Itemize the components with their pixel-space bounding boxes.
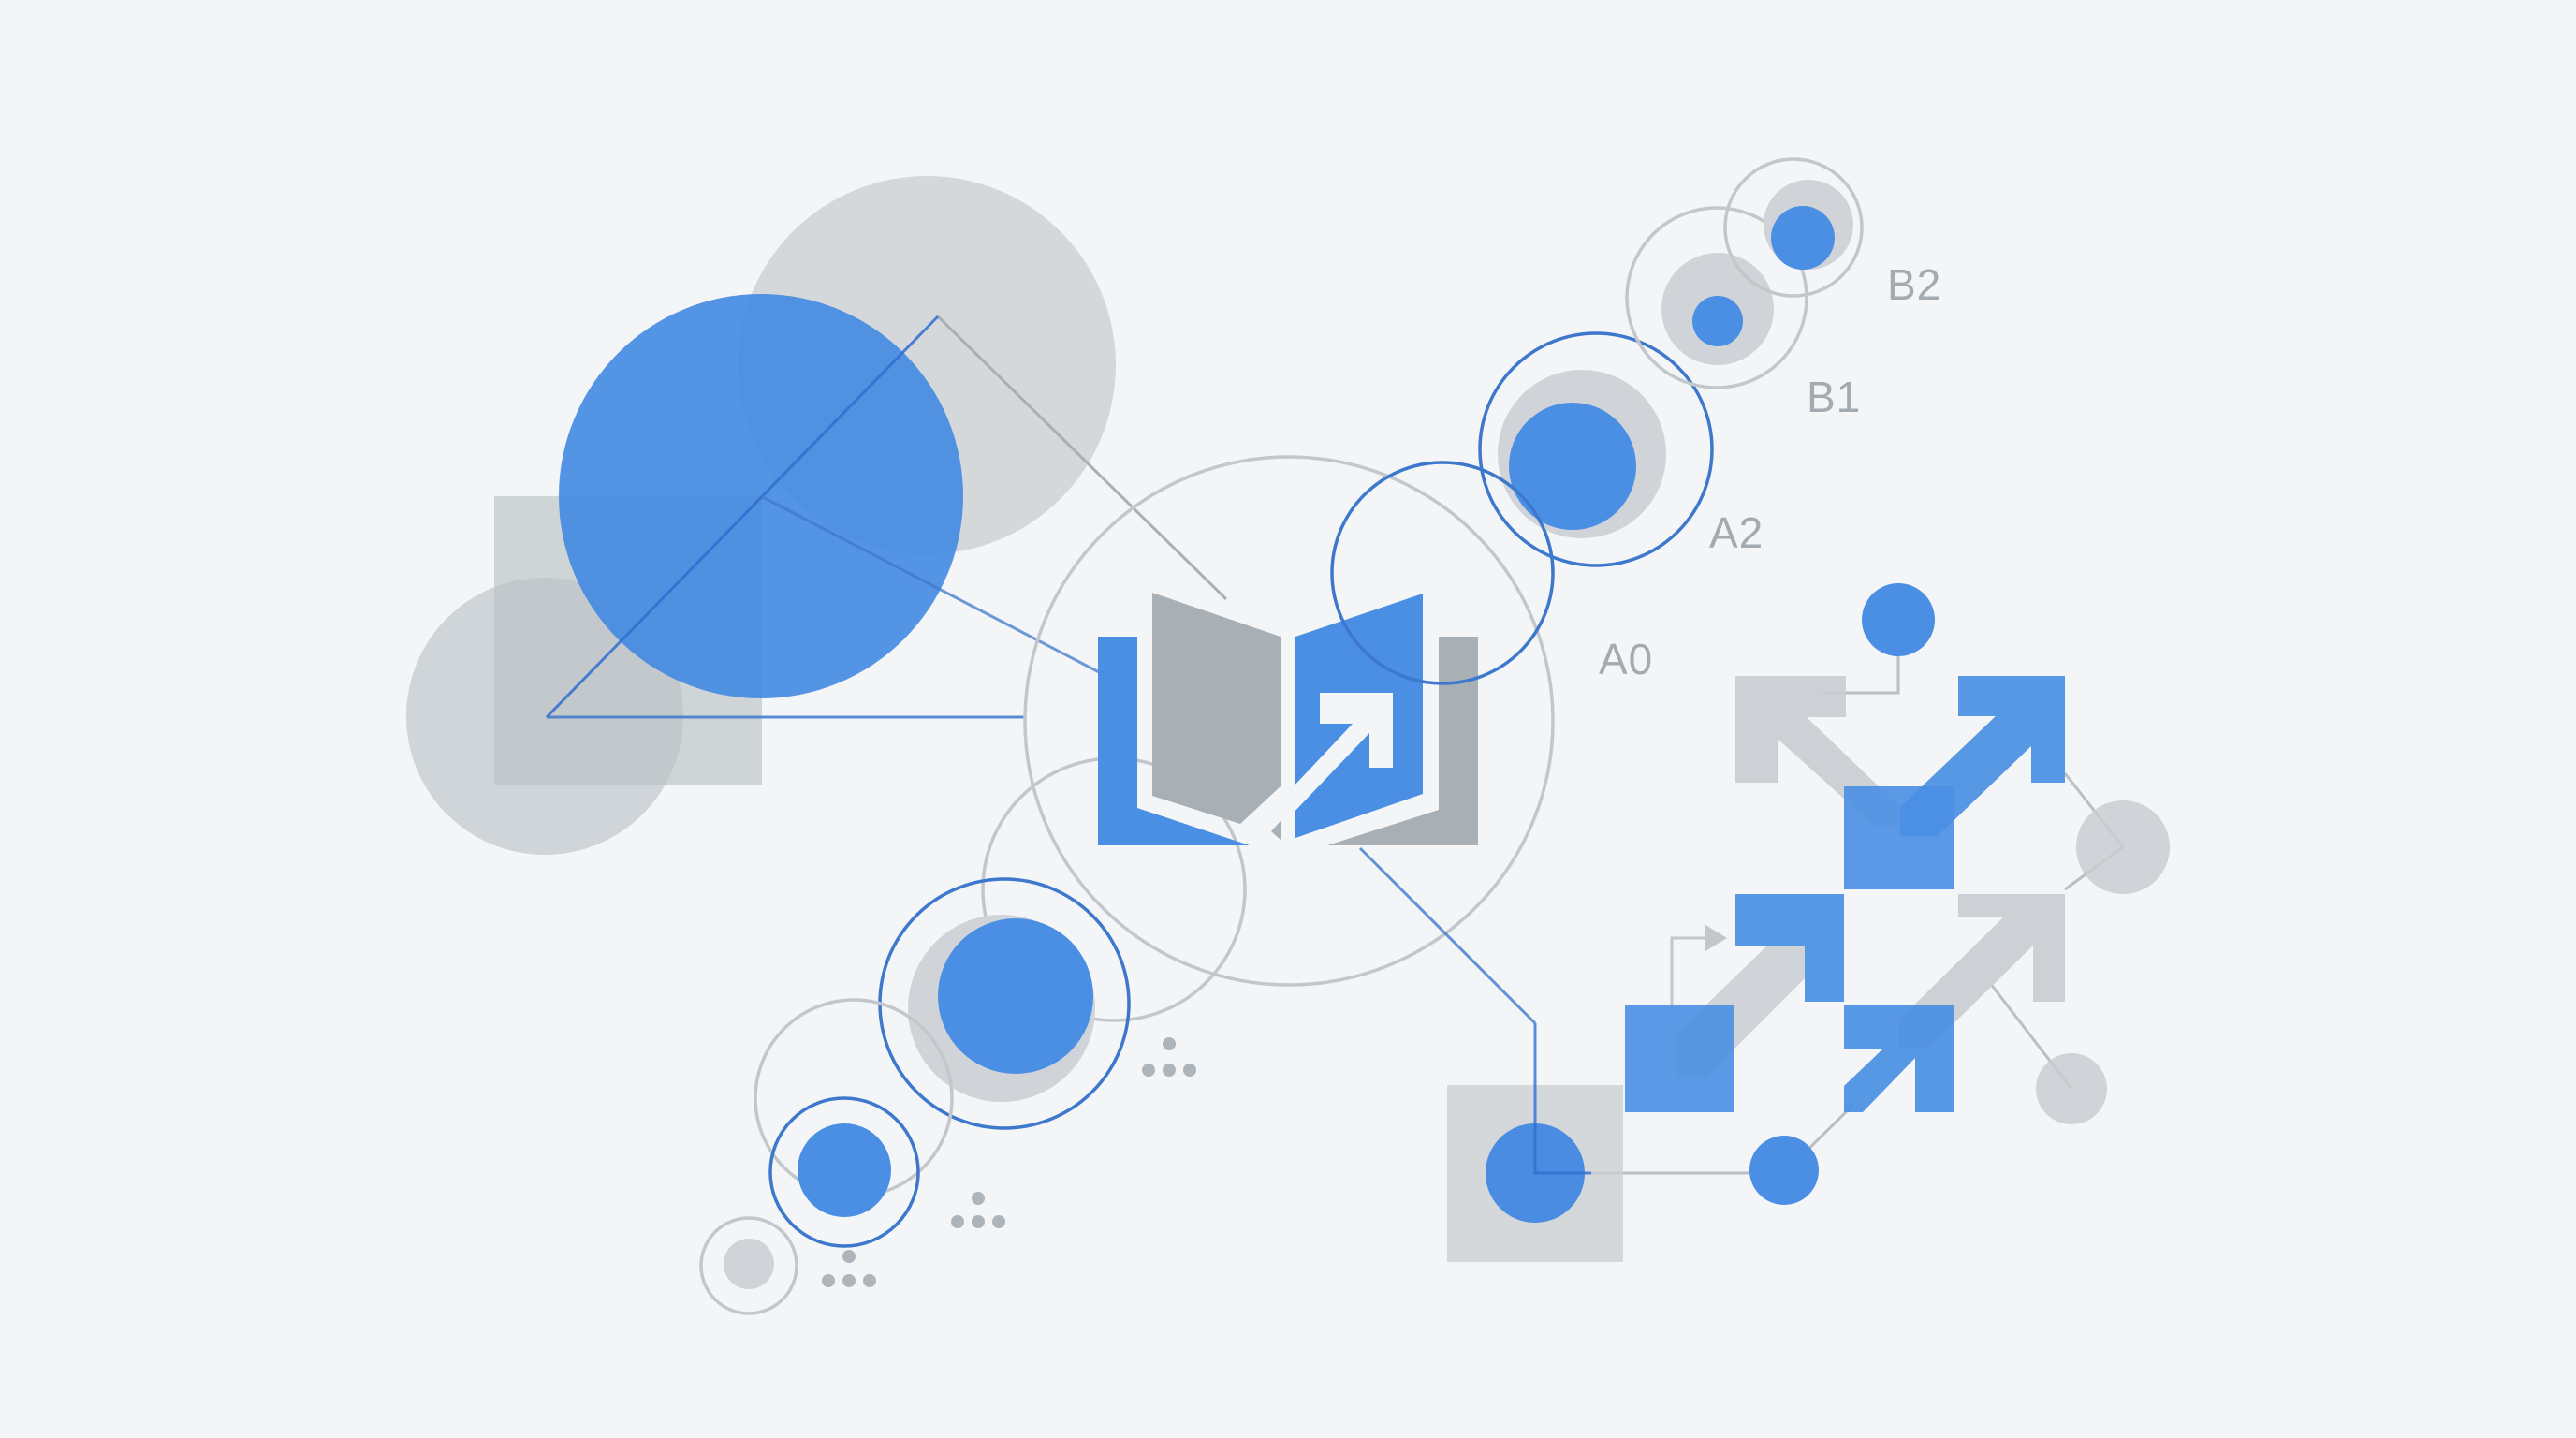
node-top [1862,583,1935,656]
blue-square-left [1625,1005,1734,1112]
blue-arrow-up-right-bottom [1844,1005,1954,1112]
blue-arrow-mid-left [1735,894,1844,1002]
connector-small-arrow [1670,936,1713,1005]
right-arrow-cluster [1447,583,2170,1262]
label-a0: A0 [1599,635,1653,683]
left-geometric-cluster [406,176,1228,855]
node-bl-4 [724,1239,774,1289]
ring-large [1023,455,1555,987]
node-a2 [1509,403,1636,530]
triangle-edge-right [936,315,1228,601]
book-connector-elbow [1533,1023,1591,1175]
ring-b1 [1625,206,1808,389]
gray-node-bottom [2036,1053,2107,1124]
triangle-edge-left [545,315,940,719]
node-b2 [1771,206,1835,270]
ring-b2 [1723,157,1864,298]
ring-bl-4 [699,1216,798,1315]
node-bottom [1749,1136,1819,1205]
arrow-tail-notch [1271,821,1281,840]
blue-square-center [1844,786,1954,889]
book-arrow-icon [1098,593,1537,1025]
ring-a0 [1330,461,1555,685]
label-b1: B1 [1807,373,1861,421]
book-left-cover [1098,637,1250,845]
book-left-page [1152,593,1281,824]
chain-top-right [1330,157,1864,685]
connector-to-book [760,494,1104,676]
gray-node-right [2076,800,2170,894]
book-right-cover [1327,637,1478,845]
label-b2: B2 [1887,260,1941,309]
node-bl-3 [798,1123,891,1217]
chain-bottom-left [699,877,1131,1315]
node-b1 [1692,296,1743,346]
label-a2: A2 [1709,508,1764,557]
book-connector-down [1358,846,1537,1025]
arrow-up-right [1292,693,1393,814]
dot-group-3 [822,1250,876,1287]
dot-group-1 [1142,1037,1196,1077]
dot-group-2 [951,1192,1005,1228]
ring-a2 [1478,331,1714,567]
ring-bl-3 [768,1096,920,1248]
small-arrowhead [1705,925,1727,951]
node-bl-1 [938,918,1093,1074]
